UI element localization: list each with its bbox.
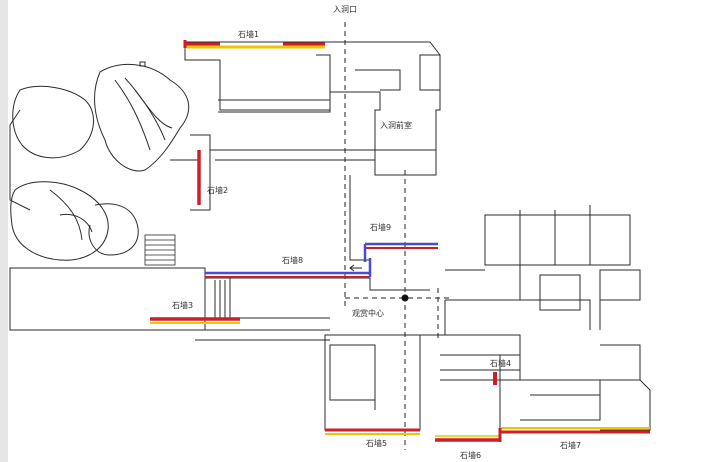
label-wall-2: 石墙2 <box>207 185 228 195</box>
label-view-center: 观赏中心 <box>352 308 384 318</box>
stone-wall-7 <box>498 427 650 442</box>
label-wall-3: 石墙3 <box>172 300 193 310</box>
platform-lower-left <box>9 267 430 341</box>
stone-wall-9 <box>363 242 438 262</box>
stone-wall-5 <box>325 428 420 435</box>
label-entrance: 入洞口 <box>333 4 357 14</box>
label-entrance-room: 入洞前室 <box>380 120 412 130</box>
label-wall-8: 石墙8 <box>282 255 303 265</box>
view-center-marker <box>401 294 409 302</box>
building-outline-right <box>444 205 651 431</box>
rockery <box>9 61 200 261</box>
label-wall-1: 石墙1 <box>238 29 259 39</box>
label-wall-6: 石墙6 <box>460 450 481 460</box>
page-edge-shadow <box>0 0 8 462</box>
axis-lines <box>344 22 450 450</box>
stone-wall-6 <box>435 435 500 442</box>
arrow-icon <box>349 264 362 272</box>
stone-wall-1 <box>183 40 325 49</box>
label-wall-9: 石墙9 <box>370 222 391 232</box>
building-outline-upper <box>184 41 441 261</box>
stone-wall-3 <box>150 317 240 324</box>
label-wall-4: 石墙4 <box>490 358 511 368</box>
label-wall-7: 石墙7 <box>560 440 581 450</box>
building-outline-lower <box>324 334 601 431</box>
label-wall-5: 石墙5 <box>366 438 387 448</box>
stone-wall-8 <box>205 258 372 278</box>
stairs-upper <box>144 234 176 266</box>
